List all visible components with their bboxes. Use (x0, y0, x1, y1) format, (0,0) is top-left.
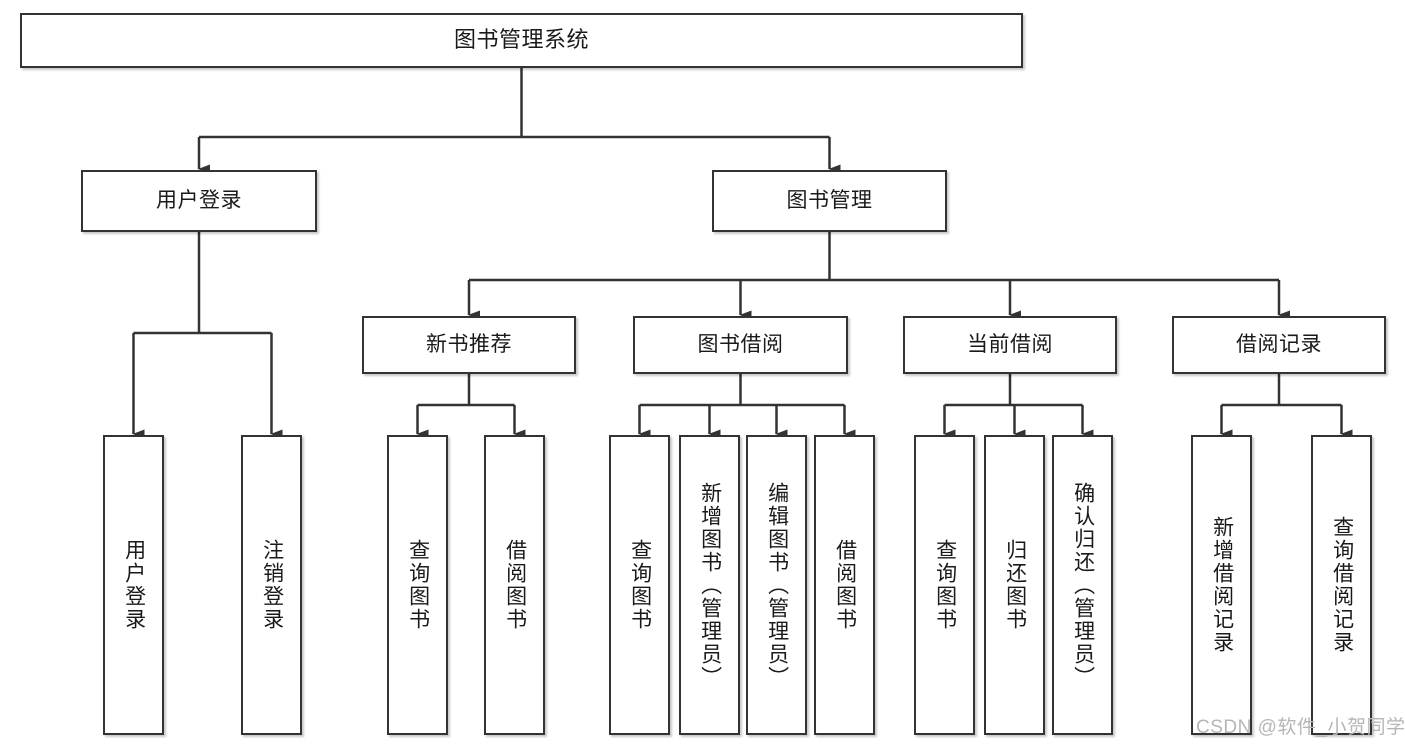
node-label: 查询借阅记录 (1330, 516, 1354, 654)
node-label: 新增借阅记录 (1210, 516, 1234, 654)
node-label: 确认归还（管理员） (1071, 481, 1095, 689)
node-leaf_4[interactable]: 查询图书 (609, 435, 670, 735)
node-l3_2[interactable]: 当前借阅 (903, 316, 1117, 374)
node-label: 归还图书 (1003, 539, 1027, 631)
edge-layer (132, 68, 1353, 439)
node-leaf_5[interactable]: 新增图书（管理员） (679, 435, 740, 735)
node-label: 新书推荐 (426, 333, 512, 357)
node-label: 用户登录 (156, 189, 242, 213)
node-leaf_2[interactable]: 查询图书 (387, 435, 448, 735)
node-leaf_0[interactable]: 用户登录 (103, 435, 164, 735)
node-leaf_3[interactable]: 借阅图书 (484, 435, 545, 735)
node-l2_0[interactable]: 用户登录 (81, 170, 317, 232)
node-label: 图书借阅 (697, 333, 784, 357)
node-label: 查询图书 (933, 539, 957, 631)
node-l3_1[interactable]: 图书借阅 (633, 316, 848, 374)
node-l2_1[interactable]: 图书管理 (712, 170, 947, 232)
node-leaf_9[interactable]: 归还图书 (984, 435, 1045, 735)
node-root[interactable]: 图书管理系统 (20, 13, 1023, 68)
node-leaf_6[interactable]: 编辑图书（管理员） (746, 435, 807, 735)
node-label: 借阅图书 (833, 539, 857, 631)
node-l3_3[interactable]: 借阅记录 (1172, 316, 1386, 374)
node-label: 查询图书 (406, 539, 430, 631)
node-label: 编辑图书（管理员） (765, 481, 789, 689)
watermark-text: CSDN @软件_小贺同学 (1196, 717, 1405, 738)
node-label: 新增图书（管理员） (698, 481, 722, 689)
node-label: 图书管理系统 (453, 27, 589, 53)
node-label: 查询图书 (628, 539, 652, 631)
node-leaf_8[interactable]: 查询图书 (914, 435, 975, 735)
node-leaf_10[interactable]: 确认归还（管理员） (1052, 435, 1113, 735)
node-label: 当前借阅 (967, 333, 1053, 357)
node-label: 借阅图书 (503, 539, 527, 631)
node-label: 图书管理 (786, 189, 873, 213)
node-leaf_12[interactable]: 查询借阅记录 (1311, 435, 1372, 735)
node-leaf_11[interactable]: 新增借阅记录 (1191, 435, 1252, 735)
node-l3_0[interactable]: 新书推荐 (362, 316, 576, 374)
node-label: 用户登录 (122, 539, 146, 631)
node-leaf_7[interactable]: 借阅图书 (814, 435, 875, 735)
node-leaf_1[interactable]: 注销登录 (241, 435, 302, 735)
node-label: 注销登录 (260, 539, 284, 631)
node-label: 借阅记录 (1236, 333, 1322, 357)
